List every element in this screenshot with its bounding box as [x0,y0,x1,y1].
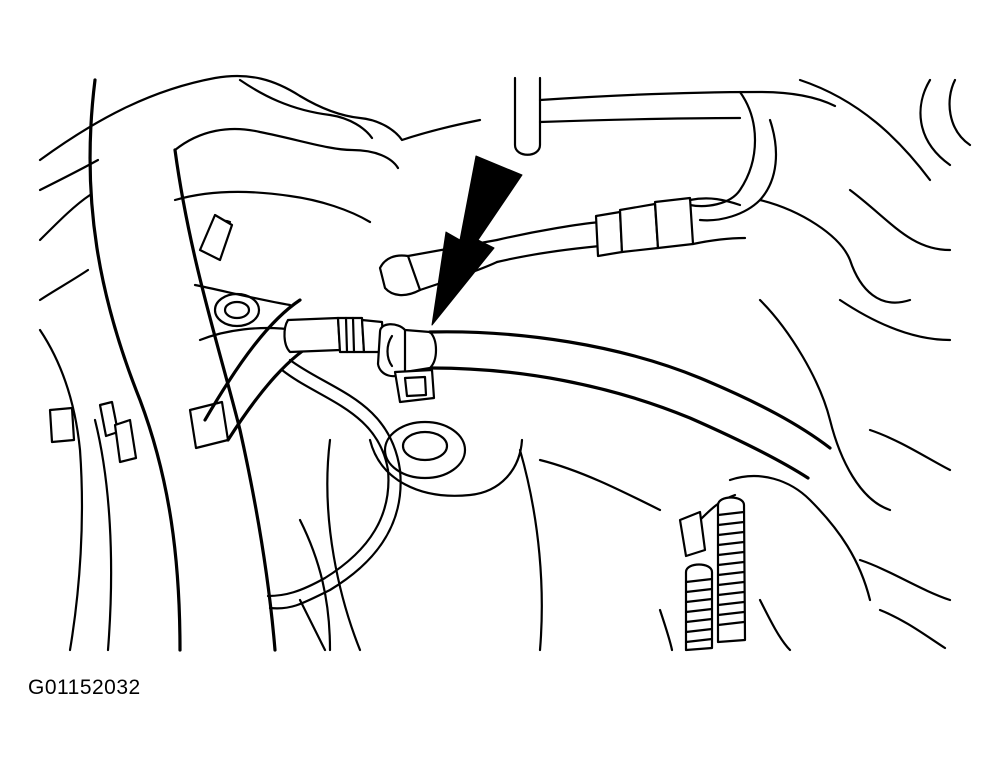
threaded-studs [658,475,872,652]
fuel-hose-assembly [283,316,832,480]
pointer-arrow [431,155,523,326]
figure-id-label: G01152032 [28,676,141,699]
background-structure [38,74,972,652]
